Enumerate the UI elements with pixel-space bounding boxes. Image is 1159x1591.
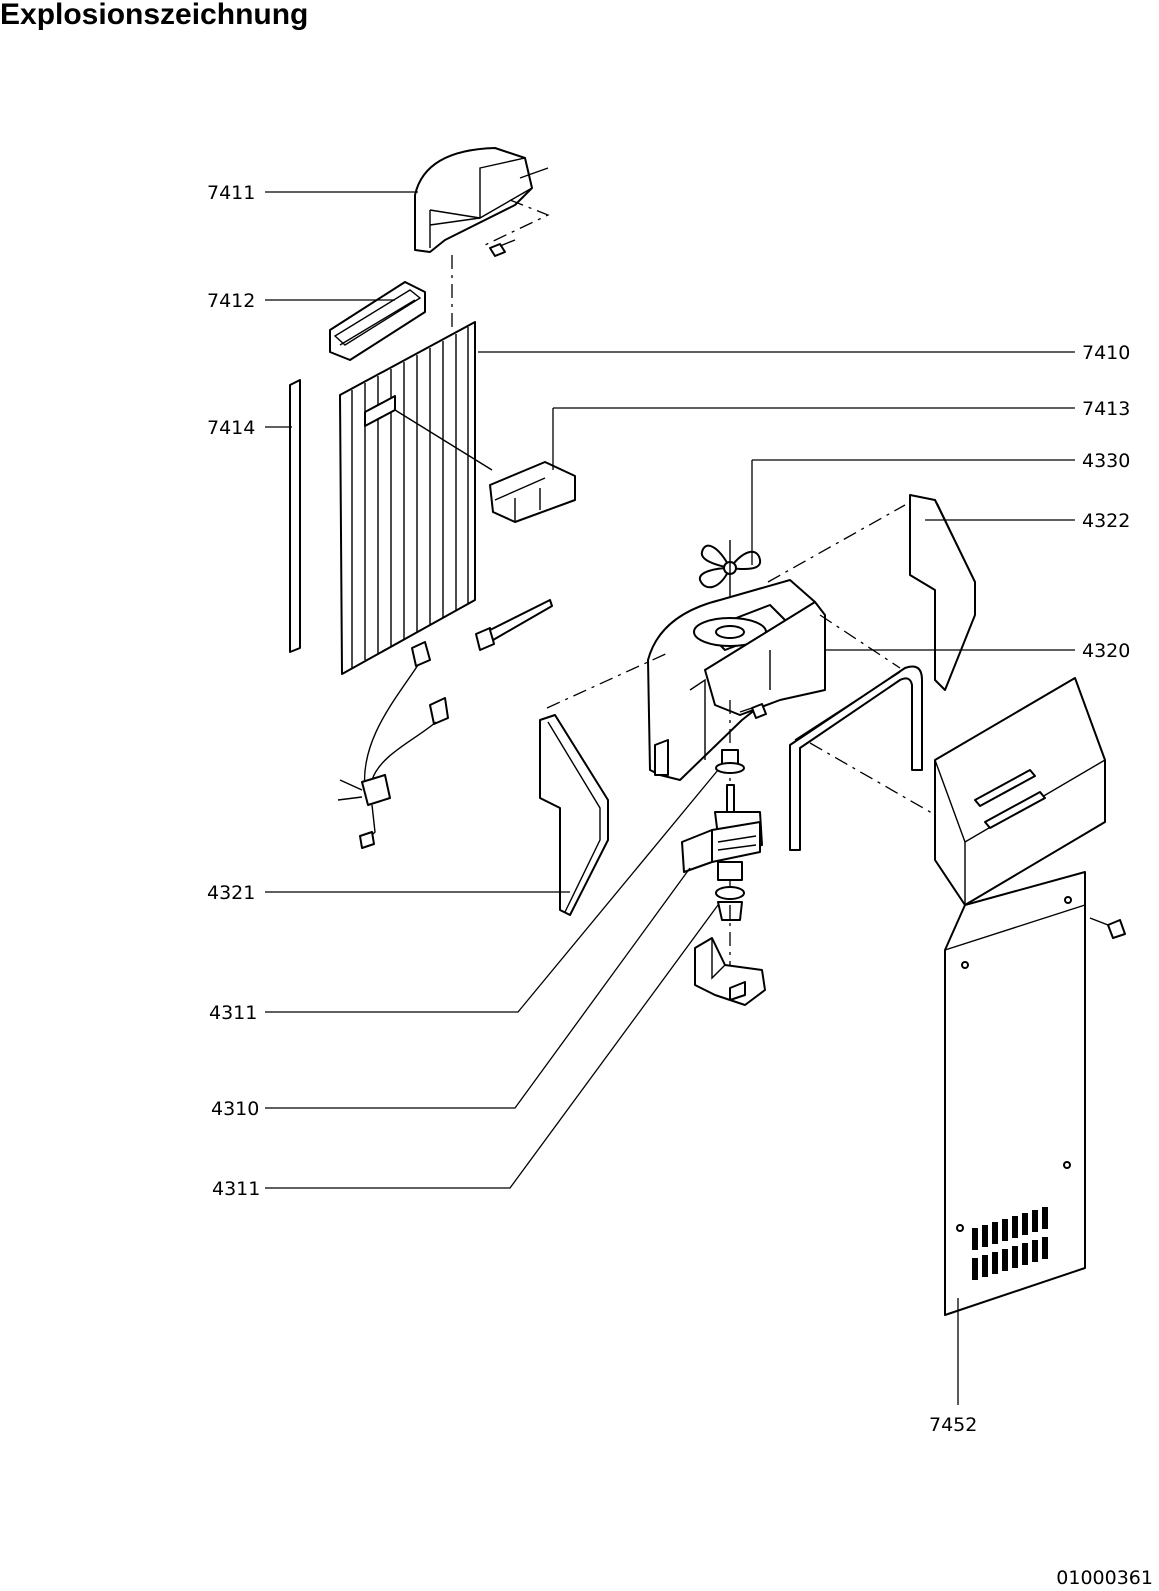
part-7413-bracket xyxy=(489,461,576,523)
part-4320-fan-housing xyxy=(647,579,826,781)
part-7412-holder xyxy=(329,281,426,361)
screw-icon xyxy=(739,703,767,719)
part-7414-seal-strip xyxy=(289,379,301,653)
label-7412: 7412 xyxy=(207,290,255,312)
page-title: Explosionszeichnung xyxy=(0,0,309,31)
u-frame xyxy=(789,665,923,851)
label-7411: 7411 xyxy=(207,182,255,204)
motor-bracket xyxy=(694,937,766,1006)
label-7414: 7414 xyxy=(207,417,255,439)
part-labels: 7411 7412 7410 7413 7414 4330 4322 4320 … xyxy=(207,182,1130,1436)
part-7452-rear-cover xyxy=(934,677,1126,1316)
label-7410: 7410 xyxy=(1082,342,1130,364)
part-4311-bearing-upper xyxy=(715,749,745,774)
part-7410-evaporator xyxy=(339,321,493,675)
part-4311-bearing-lower xyxy=(715,886,745,921)
heater-rod xyxy=(475,599,553,651)
part-7411-cover xyxy=(414,147,550,257)
part-4322-side-panel xyxy=(909,494,976,691)
screw-icon xyxy=(489,239,516,257)
label-4311-upper: 4311 xyxy=(209,1002,257,1024)
part-4310-motor xyxy=(681,784,763,881)
cable-harness xyxy=(337,641,449,849)
label-4311-lower: 4311 xyxy=(212,1178,260,1200)
label-7413: 7413 xyxy=(1082,398,1130,420)
label-7452: 7452 xyxy=(929,1414,977,1436)
label-4310: 4310 xyxy=(211,1098,259,1120)
label-4322: 4322 xyxy=(1082,510,1130,532)
leader-lines xyxy=(265,191,1075,1405)
label-4320: 4320 xyxy=(1082,640,1130,662)
screw-icon xyxy=(1089,917,1126,939)
part-4321-side-panel xyxy=(539,714,609,916)
label-4321: 4321 xyxy=(207,882,255,904)
label-4330: 4330 xyxy=(1082,450,1130,472)
drawing-number: 01000361 xyxy=(1056,1567,1153,1589)
